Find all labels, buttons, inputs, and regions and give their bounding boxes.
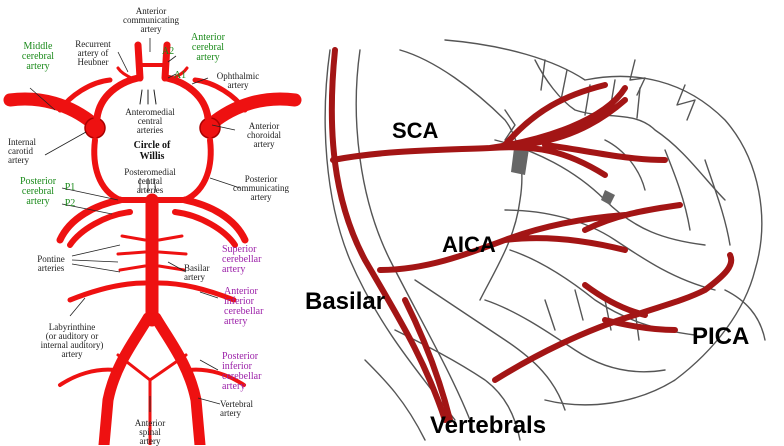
- label-vertebrals: Vertebrals: [430, 412, 546, 440]
- pica-path: [495, 255, 731, 380]
- aica-path: [380, 205, 680, 270]
- circle-of-willis-title: Circle of Willis: [120, 140, 184, 162]
- right-posterior-cerebral-artery: [185, 200, 245, 240]
- label-anterior-choroidal-artery: Anterior choroidal artery: [236, 122, 292, 149]
- label-pontine-arteries: Pontine arteries: [30, 255, 72, 273]
- label-basilar: Basilar: [305, 288, 385, 316]
- label-sca: SCA: [392, 118, 438, 144]
- label-p2: P2: [60, 199, 80, 209]
- label-vertebral-artery: Vertebral artery: [220, 400, 270, 418]
- label-labyrinthine-artery: Labyrinthine (or auditory or internal au…: [24, 323, 120, 359]
- label-recurrent-artery-heubner: Recurrent artery of Heubner: [66, 40, 120, 67]
- basilar-artery-path: [332, 50, 445, 420]
- sca-path: [333, 85, 665, 175]
- label-posterior-inferior-cerebellar-artery: Posterior inferior cerebellar artery: [222, 352, 282, 392]
- cerebellar-arteries-diagram: SCA AICA Basilar PICA Vertebrals: [305, 0, 784, 445]
- label-internal-carotid-artery: Internal carotid artery: [8, 138, 48, 165]
- label-posterior-cerebral-artery: Posterior cerebral artery: [14, 177, 62, 207]
- label-pica: PICA: [692, 323, 749, 351]
- label-anterior-inferior-cerebellar-artery: Anterior inferior cerebellar artery: [224, 287, 284, 327]
- label-p1: P1: [60, 183, 80, 193]
- left-anterior-cerebral-artery: [138, 45, 140, 78]
- label-middle-cerebral-artery: Middle cerebral artery: [14, 42, 62, 72]
- label-anterior-communicating-artery: Anterior communicating artery: [108, 7, 194, 34]
- label-anterior-spinal-artery: Anterior spinal artery: [128, 419, 172, 446]
- left-middle-cerebral-artery: [10, 99, 95, 125]
- right-internal-carotid-artery: [200, 118, 220, 138]
- cerebellum-sketch: [305, 0, 784, 445]
- label-ophthalmic-artery: Ophthalmic artery: [206, 72, 270, 90]
- label-posterior-communicating-artery: Posterior communicating artery: [226, 175, 296, 202]
- left-internal-carotid-artery: [85, 118, 105, 138]
- circle-of-willis-diagram: Anterior communicating artery Recurrent …: [0, 0, 305, 445]
- label-basilar-artery: Basilar artery: [184, 264, 224, 282]
- label-a1: A1: [172, 71, 188, 81]
- label-posteromedial-central-arteries: Posteromedial central arteries: [114, 168, 186, 195]
- label-anteromedial-central-arteries: Anteromedial central arteries: [118, 108, 182, 135]
- label-aica: AICA: [442, 232, 496, 258]
- label-a2: A2: [160, 47, 176, 57]
- label-anterior-cerebral-artery: Anterior cerebral artery: [180, 33, 236, 63]
- label-superior-cerebellar-artery: Superior cerebellar artery: [222, 245, 282, 275]
